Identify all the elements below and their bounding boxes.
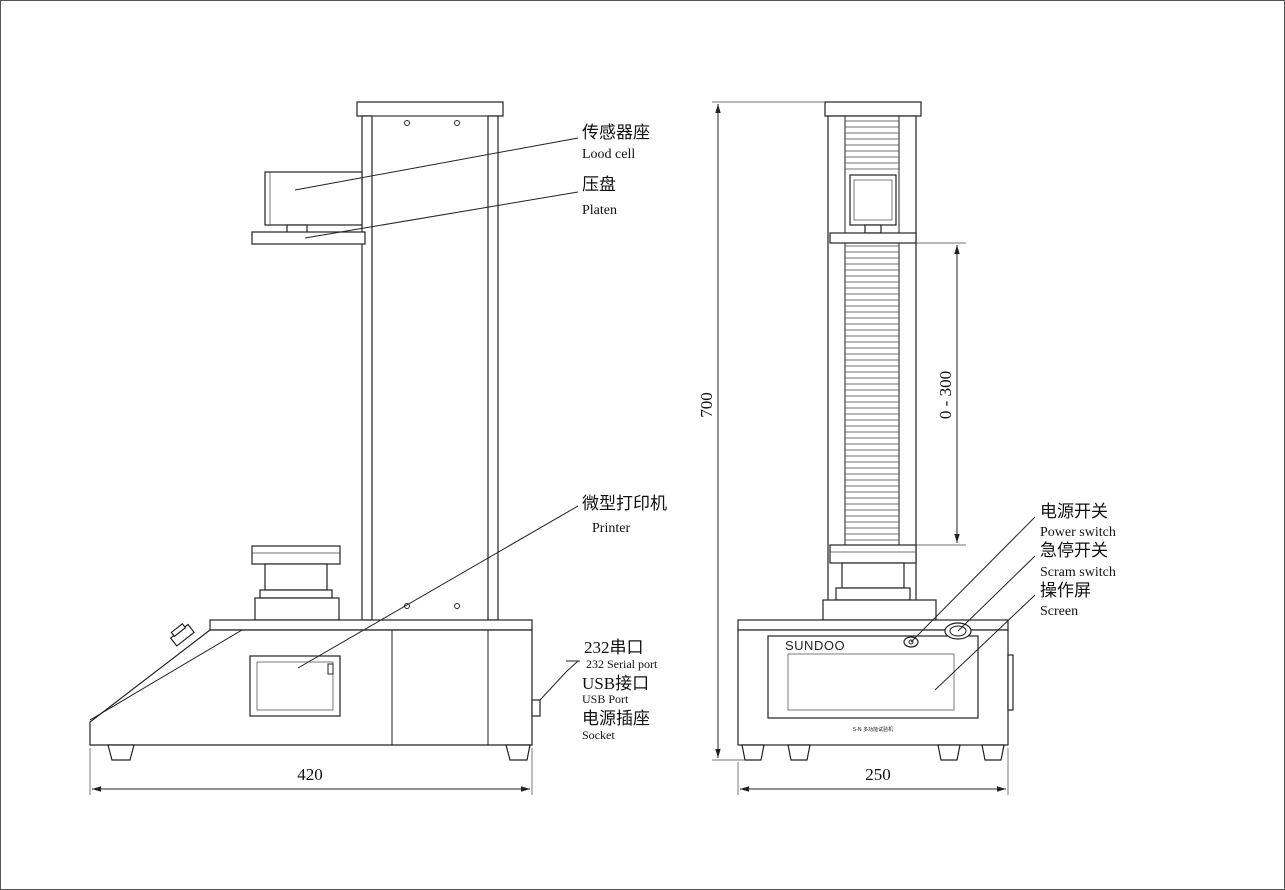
label-platen-cn: 压盘 (582, 175, 616, 194)
label-socket-en: Socket (582, 728, 615, 742)
label-printer-cn: 微型打印机 (582, 494, 667, 513)
label-usb-en: USB Port (582, 692, 629, 706)
label-screen-cn: 操作屏 (1040, 581, 1091, 600)
label-power-en: Power switch (1040, 525, 1116, 540)
side-column-cap (824, 101, 922, 117)
height-dimension: 700 (697, 392, 716, 418)
label-serial-en: 232 Serial port (586, 657, 658, 671)
label-load-cell-cn: 传感器座 (582, 123, 650, 142)
panel-caption: S-N 多功能试验机 (853, 726, 893, 733)
width-front-dimension: 420 (297, 765, 323, 784)
label-load-cell-en: Lood cell (582, 147, 635, 162)
label-scram-cn: 急停开关 (1040, 541, 1108, 560)
column-cap (356, 101, 504, 117)
brand-text: SUNDOO (785, 638, 845, 653)
stroke-dimension: 0 - 300 (936, 371, 955, 419)
label-screen-en: Screen (1040, 604, 1078, 619)
label-platen-en: Platen (582, 203, 617, 218)
label-usb-cn: USB接口 (582, 674, 649, 693)
label-scram-en: Scram switch (1040, 565, 1116, 580)
label-socket-cn: 电源插座 (582, 709, 650, 728)
column-left-post (361, 115, 373, 621)
platen-plate (251, 231, 366, 245)
label-printer-en: Printer (592, 521, 630, 536)
printer-box (249, 655, 341, 717)
side-screen-frame (767, 635, 979, 719)
label-power-cn: 电源开关 (1040, 502, 1108, 521)
label-serial-cn: 232串口 (584, 638, 644, 657)
width-side-dimension: 250 (865, 765, 891, 784)
front-view: 420 (89, 101, 580, 795)
side-view: SUNDOO S-N 多功能试验机 700 0 - 300 250 (697, 101, 1036, 795)
column-right-post (487, 115, 499, 621)
side-crosshead (829, 232, 917, 244)
side-screen (787, 653, 955, 711)
